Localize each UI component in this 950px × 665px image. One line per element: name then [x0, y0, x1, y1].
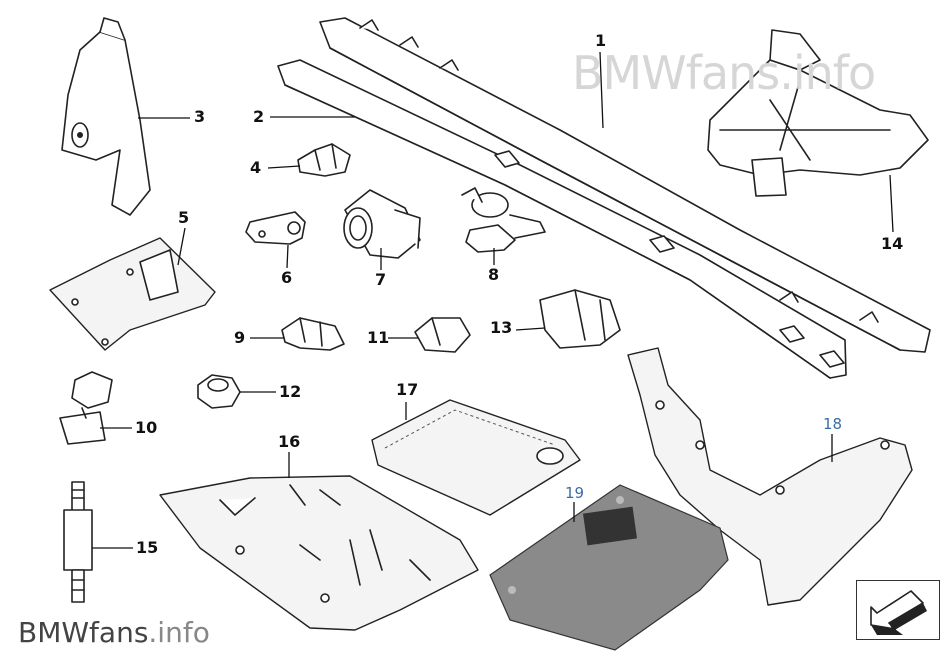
callout-13: 13: [490, 318, 513, 337]
callout-8: 8: [488, 265, 500, 284]
part-10-clip[interactable]: [59, 371, 113, 445]
nav-arrow-button[interactable]: [856, 580, 940, 640]
callout-6: 6: [281, 268, 293, 287]
part-16-tray[interactable]: [159, 475, 479, 631]
callout-9: 9: [234, 328, 246, 347]
callout-10: 10: [135, 418, 158, 437]
callout-7: 7: [375, 270, 387, 289]
callout-2: 2: [253, 107, 265, 126]
callout-17: 17: [396, 380, 419, 399]
part-19-pad[interactable]: [489, 484, 729, 651]
callout-1: 1: [595, 31, 607, 50]
part-4-clip[interactable]: [297, 143, 351, 177]
callout-19: 19: [565, 484, 585, 502]
callout-11: 11: [367, 328, 390, 347]
part-14-bracket[interactable]: [707, 29, 929, 197]
callout-4: 4: [250, 158, 262, 177]
watermark-brand: BMWfans: [18, 616, 149, 649]
part-1-rail[interactable]: [319, 17, 931, 353]
part-9-clip[interactable]: [281, 317, 345, 351]
part-12-nut[interactable]: [197, 374, 241, 409]
part-7-sleeve[interactable]: [343, 189, 421, 259]
callout-15: 15: [136, 538, 159, 557]
callout-14: 14: [881, 234, 904, 253]
part-5-cover[interactable]: [49, 237, 216, 351]
part-17-pad[interactable]: [371, 399, 581, 516]
watermark-bottom: BMWfans.info: [18, 616, 210, 649]
callout-3: 3: [194, 107, 206, 126]
part-3-bracket[interactable]: [61, 17, 151, 216]
arrow-down-left-icon: [870, 590, 927, 635]
part-11-clip[interactable]: [414, 317, 471, 353]
callout-16: 16: [278, 432, 301, 451]
watermark-suffix: .info: [148, 616, 210, 649]
part-15-stud[interactable]: [63, 481, 93, 603]
leader-lines: [92, 51, 894, 549]
callout-18: 18: [823, 415, 843, 433]
callout-12: 12: [279, 382, 302, 401]
part-18-bracket[interactable]: [627, 347, 913, 606]
part-13-clip[interactable]: [539, 289, 621, 349]
watermark-top: BMWfans.info: [572, 46, 876, 100]
callout-5: 5: [178, 208, 190, 227]
part-8-clip[interactable]: [461, 187, 546, 253]
part-2-rail[interactable]: [277, 59, 847, 379]
part-6-plate[interactable]: [245, 211, 306, 245]
